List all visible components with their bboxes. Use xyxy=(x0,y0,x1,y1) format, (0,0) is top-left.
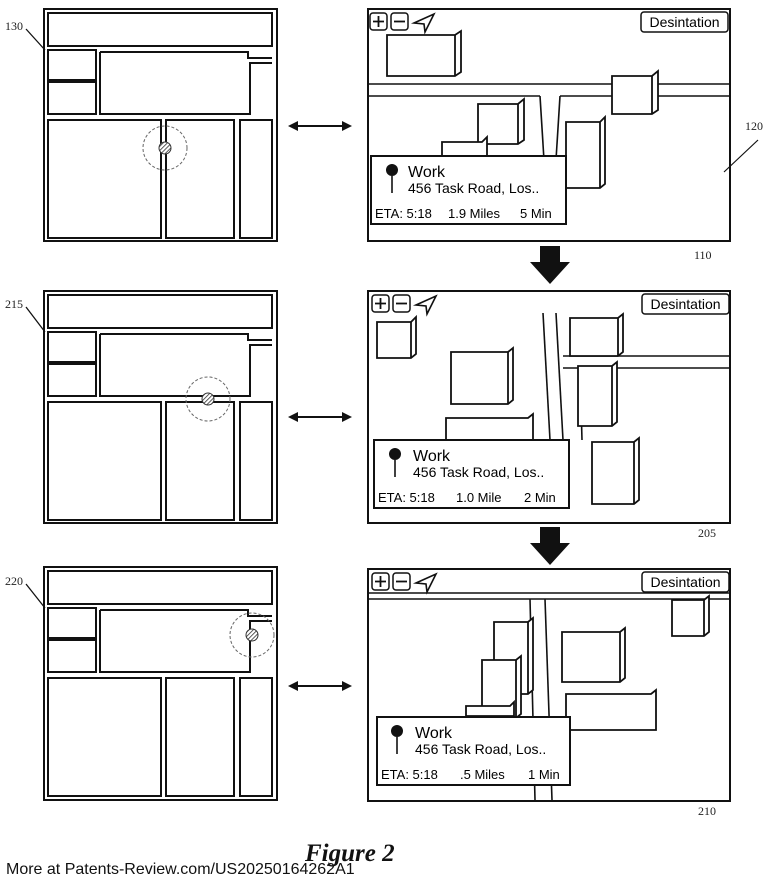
panel-row-3: 220 xyxy=(5,566,731,818)
plus-icon xyxy=(375,298,386,309)
destination-button[interactable]: Desintation xyxy=(641,293,730,315)
card-distance: .5 Miles xyxy=(460,767,505,782)
plus-icon xyxy=(373,16,384,27)
zoom-out-button[interactable] xyxy=(392,294,411,313)
plan-map-215 xyxy=(43,290,278,524)
location-arrow-icon xyxy=(410,12,436,35)
card-title: Work xyxy=(415,725,453,742)
destination-card[interactable]: Work 456 Task Road, Los.. ETA: 5:18 1.0 … xyxy=(373,439,570,509)
card-title: Work xyxy=(408,164,446,181)
ref-label-215: 215 xyxy=(5,297,23,311)
nav-screen-210: Desintation Work 456 Task Road, Los.. ET… xyxy=(367,568,731,802)
destination-button-label: Desintation xyxy=(650,574,720,590)
zoom-out-button[interactable] xyxy=(392,572,411,591)
ref-label-220: 220 xyxy=(5,574,23,588)
plus-icon xyxy=(375,576,386,587)
destination-button-label: Desintation xyxy=(649,14,719,30)
plan-map-220 xyxy=(43,566,278,801)
card-address: 456 Task Road, Los.. xyxy=(413,464,544,480)
ref-label-130: 130 xyxy=(5,19,23,33)
card-time: 1 Min xyxy=(528,767,560,782)
card-time: 5 Min xyxy=(520,206,552,221)
card-eta: ETA: 5:18 xyxy=(375,206,432,221)
panel-row-1: 130 xyxy=(5,8,763,262)
ref-label-210: 210 xyxy=(698,804,716,818)
ref-label-205: 205 xyxy=(698,526,716,540)
leader-line-120 xyxy=(723,139,759,173)
card-distance: 1.0 Mile xyxy=(456,490,502,505)
destination-card[interactable]: Work 456 Task Road, Los.. ETA: 5:18 1.9 … xyxy=(370,155,567,225)
leader-line-130 xyxy=(25,28,46,51)
card-distance: 1.9 Miles xyxy=(448,206,501,221)
progress-arrow-2 xyxy=(530,527,570,565)
card-title: Work xyxy=(413,448,451,465)
panel-row-2: 215 xyxy=(5,290,731,540)
source-footer[interactable]: More at Patents-Review.com/US20250164262… xyxy=(6,861,355,878)
card-eta: ETA: 5:18 xyxy=(381,767,438,782)
progress-arrow-1 xyxy=(530,246,570,284)
locate-button[interactable] xyxy=(410,12,436,35)
location-arrow-icon xyxy=(412,294,438,317)
leader-line-220 xyxy=(25,583,46,609)
nav-screen-110: Desintation Work 456 Task Road, Los.. ET… xyxy=(367,8,731,242)
figure-title: Figure 2 xyxy=(305,840,395,867)
destination-card[interactable]: Work 456 Task Road, Los.. ETA: 5:18 .5 M… xyxy=(376,716,571,786)
card-address: 456 Task Road, Los.. xyxy=(415,741,546,757)
ref-label-120: 120 xyxy=(745,119,763,133)
locate-button[interactable] xyxy=(412,572,438,595)
zoom-out-button[interactable] xyxy=(390,12,409,31)
plan-map-130 xyxy=(43,8,278,242)
locate-button[interactable] xyxy=(412,294,438,317)
destination-button[interactable]: Desintation xyxy=(640,11,729,33)
destination-button-label: Desintation xyxy=(650,296,720,312)
card-time: 2 Min xyxy=(524,490,556,505)
zoom-in-button[interactable] xyxy=(371,294,390,313)
zoom-in-button[interactable] xyxy=(369,12,388,31)
card-eta: ETA: 5:18 xyxy=(378,490,435,505)
map-pin-icon xyxy=(391,725,403,754)
map-pin-icon xyxy=(389,448,401,477)
nav-screen-205: Desintation Work 456 Task Road, Los.. ET… xyxy=(367,290,731,524)
destination-button[interactable]: Desintation xyxy=(641,571,730,593)
zoom-in-button[interactable] xyxy=(371,572,390,591)
map-pin-icon xyxy=(386,164,398,193)
location-arrow-icon xyxy=(412,572,438,595)
ref-label-110: 110 xyxy=(694,248,712,262)
leader-line-215 xyxy=(25,306,46,333)
card-address: 456 Task Road, Los.. xyxy=(408,180,539,196)
